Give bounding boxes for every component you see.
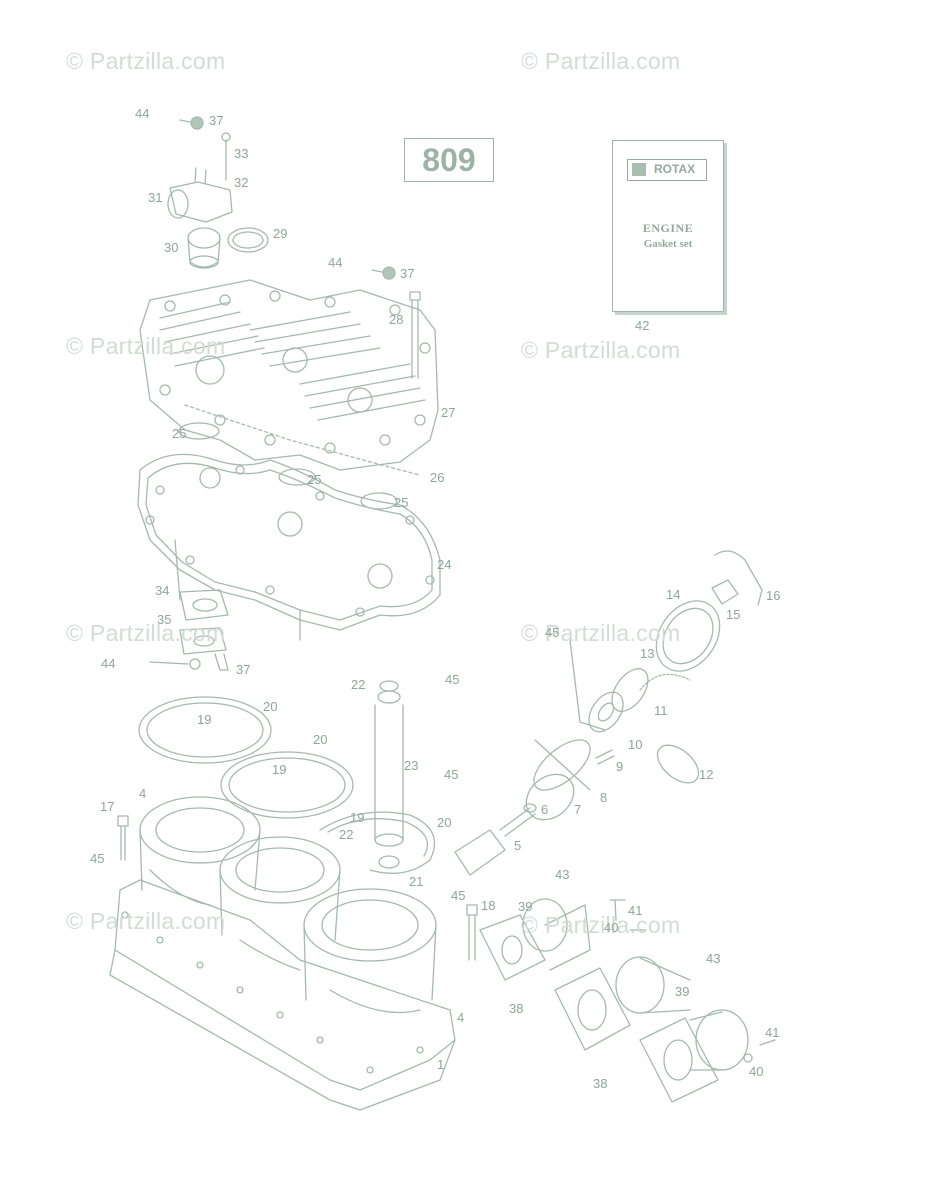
part-label-44[interactable]: 44	[328, 255, 343, 270]
gasket-kit-image: ROTAX ENGINE Gasket set	[612, 140, 724, 312]
part-label-24[interactable]: 24	[437, 557, 452, 572]
part-label-45[interactable]: 45	[445, 672, 460, 687]
part-label-29[interactable]: 29	[273, 226, 288, 241]
part-label-23[interactable]: 23	[404, 758, 419, 773]
part-label-20[interactable]: 20	[263, 699, 278, 714]
kit-brand: ROTAX	[654, 162, 696, 176]
watermark-6: © Partzilla.com	[521, 620, 681, 646]
part-label-25[interactable]: 25	[394, 495, 409, 510]
part-label-7[interactable]: 7	[574, 802, 582, 817]
part-label-35[interactable]: 35	[157, 612, 172, 627]
part-label-8[interactable]: 8	[600, 790, 608, 805]
gasket-20b	[220, 751, 354, 819]
part-label-44[interactable]: 44	[135, 106, 150, 121]
diagram-code-box: 809	[404, 138, 494, 182]
part-label-18[interactable]: 18	[481, 898, 496, 913]
part-label-45[interactable]: 45	[444, 767, 459, 782]
part-label-37[interactable]: 37	[209, 113, 224, 128]
part-label-39[interactable]: 39	[518, 899, 533, 914]
rotax-logo-mark-icon	[632, 163, 646, 176]
part-label-19[interactable]: 19	[272, 762, 287, 777]
water-pump-group	[454, 550, 763, 876]
part-label-43[interactable]: 43	[555, 867, 570, 882]
bolt-28-group	[371, 266, 421, 379]
fitting-34-35	[149, 589, 229, 671]
part-label-32[interactable]: 32	[234, 175, 249, 190]
part-label-37[interactable]: 37	[400, 266, 415, 281]
kit-subtitle: Gasket set	[643, 238, 693, 250]
part-label-5[interactable]: 5	[514, 838, 522, 853]
thermostat-housing-group	[167, 116, 269, 269]
o-ring-25b	[278, 468, 316, 486]
part-label-14[interactable]: 14	[666, 587, 681, 602]
watermark-7: © Partzilla.com	[66, 908, 226, 934]
watermark-1: © Partzilla.com	[66, 48, 226, 74]
part-label-26[interactable]: 26	[430, 470, 445, 485]
part-label-19[interactable]: 19	[197, 712, 212, 727]
cylinder-block	[109, 796, 456, 1111]
part-label-30[interactable]: 30	[164, 240, 179, 255]
gasket-20c	[319, 811, 436, 874]
watermark-5: © Partzilla.com	[66, 620, 226, 646]
part-label-45[interactable]: 45	[451, 888, 466, 903]
part-label-27[interactable]: 27	[441, 405, 456, 420]
part-label-38[interactable]: 38	[593, 1076, 608, 1091]
part-label-37[interactable]: 37	[236, 662, 251, 677]
part-label-4[interactable]: 4	[457, 1010, 465, 1025]
watermark-3: © Partzilla.com	[66, 333, 226, 359]
part-label-45[interactable]: 45	[545, 625, 560, 640]
rotax-logo: ROTAX	[627, 159, 707, 181]
part-label-16[interactable]: 16	[766, 588, 781, 603]
part-label-45[interactable]: 45	[90, 851, 105, 866]
part-label-9[interactable]: 9	[616, 759, 624, 774]
part-label-39[interactable]: 39	[675, 984, 690, 999]
gasket-20a	[138, 696, 272, 764]
head-cover-27	[139, 279, 439, 471]
part-label-43[interactable]: 43	[706, 951, 721, 966]
part-label-20[interactable]: 20	[313, 732, 328, 747]
part-label-12[interactable]: 12	[699, 767, 714, 782]
part-label-34[interactable]: 34	[155, 583, 170, 598]
manifold-group	[479, 898, 776, 1103]
part-label-31[interactable]: 31	[148, 190, 163, 205]
part-label-33[interactable]: 33	[234, 146, 249, 161]
part-label-22[interactable]: 22	[351, 677, 366, 692]
part-label-10[interactable]: 10	[628, 737, 643, 752]
part-label-41[interactable]: 41	[765, 1025, 780, 1040]
part-label-25[interactable]: 25	[307, 472, 322, 487]
part-label-22[interactable]: 22	[339, 827, 354, 842]
watermark-8: © Partzilla.com	[521, 912, 681, 938]
cylinder-head-24	[137, 453, 441, 641]
part-label-6[interactable]: 6	[541, 802, 549, 817]
part-label-1[interactable]: 1	[437, 1057, 445, 1072]
part-label-17[interactable]: 17	[100, 799, 115, 814]
part-label-19[interactable]: 19	[350, 810, 365, 825]
part-label-38[interactable]: 38	[509, 1001, 524, 1016]
o-ring-25a	[178, 422, 220, 440]
part-label-25[interactable]: 25	[172, 426, 187, 441]
part-label-41[interactable]: 41	[628, 903, 643, 918]
kit-title: ENGINE	[642, 221, 694, 235]
part-label-11[interactable]: 11	[654, 703, 668, 718]
watermark-4: © Partzilla.com	[521, 337, 681, 363]
watermark-2: © Partzilla.com	[521, 48, 681, 74]
part-label-20[interactable]: 20	[437, 815, 452, 830]
part-label-15[interactable]: 15	[726, 607, 741, 622]
part-label-4[interactable]: 4	[139, 786, 147, 801]
part-label-28[interactable]: 28	[389, 312, 404, 327]
part-label-13[interactable]: 13	[640, 646, 655, 661]
part-label-21[interactable]: 21	[409, 874, 424, 889]
water-tube-23	[374, 680, 404, 869]
part-label-44[interactable]: 44	[101, 656, 116, 671]
part-label-40[interactable]: 40	[749, 1064, 764, 1079]
part-label-42[interactable]: 42	[635, 318, 650, 333]
o-ring-25c	[360, 492, 398, 510]
part-label-40[interactable]: 40	[604, 920, 619, 935]
